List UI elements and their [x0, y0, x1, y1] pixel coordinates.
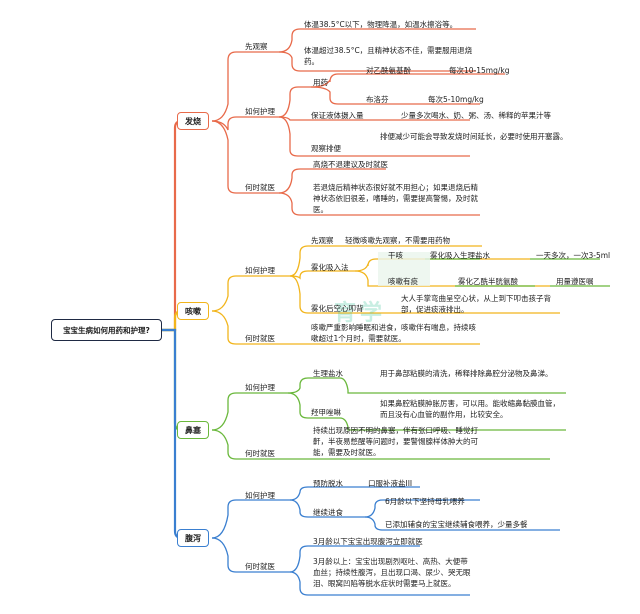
cough-wet-detail[interactable]: 雾化乙酰半胱氨酸 [458, 277, 518, 286]
diarrhea-care[interactable]: 如何护理 [245, 491, 275, 500]
fever-urine-detail[interactable]: 排便减少可能会导致发烧时间延长，必要时使用开塞露。 [380, 132, 568, 141]
cough-wet[interactable]: 咳嗽有痰 [388, 277, 418, 286]
cough-dry-detail[interactable]: 雾化吸入生理盐水 [430, 251, 490, 260]
cough-doctor-detail[interactable]: 咳嗽严重影响睡眠和进食，咳嗽伴有喘息，持续咳嗽超过1个月时，需要就医。 [311, 323, 476, 343]
diarrhea-feed-1[interactable]: 6月龄以下坚持母乳喂养 [385, 497, 465, 506]
node-nose[interactable]: 鼻塞 [177, 421, 209, 439]
highlight-shade [378, 252, 430, 286]
link-root-nose [160, 328, 187, 432]
diarrhea-feed-2[interactable]: 已添加辅食的宝宝继续辅食喂养，少量多餐 [385, 520, 528, 529]
fever-doctor-1[interactable]: 高烧不退建议及时就医 [313, 160, 388, 169]
cough-observe[interactable]: 先观察 [311, 236, 334, 245]
cough-doctor[interactable]: 何时就医 [245, 334, 275, 343]
diarrhea-doctor[interactable]: 何时就医 [245, 562, 275, 571]
nose-saline[interactable]: 生理盐水 [313, 369, 343, 378]
cough-wet-dose[interactable]: 用量遵医嘱 [556, 277, 594, 286]
cough-pat-detail[interactable]: 大人手掌弯曲呈空心状，从上到下叩击孩子背部，促进痰液排出。 [401, 294, 551, 314]
fever-doctor[interactable]: 何时就医 [245, 183, 275, 192]
cough-inhale[interactable]: 雾化吸入法 [311, 263, 349, 272]
nose-doctor[interactable]: 何时就医 [245, 449, 275, 458]
fever-med-b-dose[interactable]: 每次5-10mg/kg [428, 95, 484, 104]
node-diarrhea[interactable]: 腹泻 [177, 529, 209, 547]
nose-doctor-detail[interactable]: 持续出现原因不明的鼻塞，伴有张口呼吸、睡觉打鼾，半夜易憋醒等问题时，要警惕腺样体… [313, 426, 478, 457]
cough-pat[interactable]: 雾化后空心叩背 [311, 304, 364, 313]
cough-care[interactable]: 如何护理 [245, 266, 275, 275]
diarrhea-prevent-detail[interactable]: 口服补液盐III [368, 479, 413, 488]
fever-med-a-dose[interactable]: 每次10-15mg/kg [449, 66, 510, 75]
diarrhea-prevent[interactable]: 预防脱水 [313, 479, 343, 488]
nose-oxy-detail[interactable]: 如果鼻腔粘膜肿胀厉害，可以用。能收缩鼻黏膜血管，而且没有心血管的副作用，比较安全… [380, 399, 560, 419]
diarrhea-feed[interactable]: 继续进食 [313, 508, 343, 517]
fever-urine[interactable]: 观察排便 [311, 144, 341, 153]
fever-fluid-detail[interactable]: 少量多次喝水、奶、粥、汤、稀释的苹果汁等 [401, 111, 551, 120]
diarrhea-doctor-1[interactable]: 3月龄以下宝宝出现腹泻立即就医 [313, 537, 423, 546]
fever-med-b-name[interactable]: 布洛芬 [366, 95, 389, 104]
cough-dry-dose[interactable]: 一天多次，一次3-5ml [536, 251, 611, 260]
fever-observe[interactable]: 先观察 [245, 42, 268, 51]
node-cough[interactable]: 咳嗽 [177, 302, 209, 320]
node-fever[interactable]: 发烧 [177, 112, 209, 130]
fever-observe-1[interactable]: 体温38.5°C以下，物理降温，如温水擦浴等。 [304, 20, 458, 29]
root-node[interactable]: 宝宝生病如何用药和护理? [51, 319, 162, 341]
cough-dry[interactable]: 干咳 [388, 251, 403, 260]
fever-fluid[interactable]: 保证液体摄入量 [311, 111, 364, 120]
nose-oxy[interactable]: 羟甲唑啉 [311, 408, 341, 417]
cough-observe-detail[interactable]: 轻微咳嗽先观察，不需要用药物 [345, 236, 450, 245]
fever-doctor-2[interactable]: 若退烧后精神状态很好就不用担心；如果退烧后精神状态依旧很差，嗜睡的，需要提高警惕… [313, 183, 478, 214]
fever-care[interactable]: 如何护理 [245, 107, 275, 116]
fever-medicine[interactable]: 用药 [313, 78, 328, 87]
diarrhea-doctor-2[interactable]: 3月龄以上：宝宝出现剧烈呕吐、高热、大便带血丝；持续性腹泻，且出现口渴、尿少、哭… [313, 557, 471, 588]
link-root-fever [160, 119, 187, 332]
fever-med-a-name[interactable]: 对乙酰氨基酚 [366, 66, 411, 75]
watermark: 育学 [334, 301, 387, 326]
nose-saline-detail[interactable]: 用于鼻部粘膜的清洗，稀释排除鼻腔分泌物及鼻涕。 [380, 369, 553, 378]
nose-care[interactable]: 如何护理 [245, 383, 275, 392]
fever-observe-2[interactable]: 体温超过38.5°C，且精神状态不佳，需要服用退烧药。 [304, 46, 473, 66]
